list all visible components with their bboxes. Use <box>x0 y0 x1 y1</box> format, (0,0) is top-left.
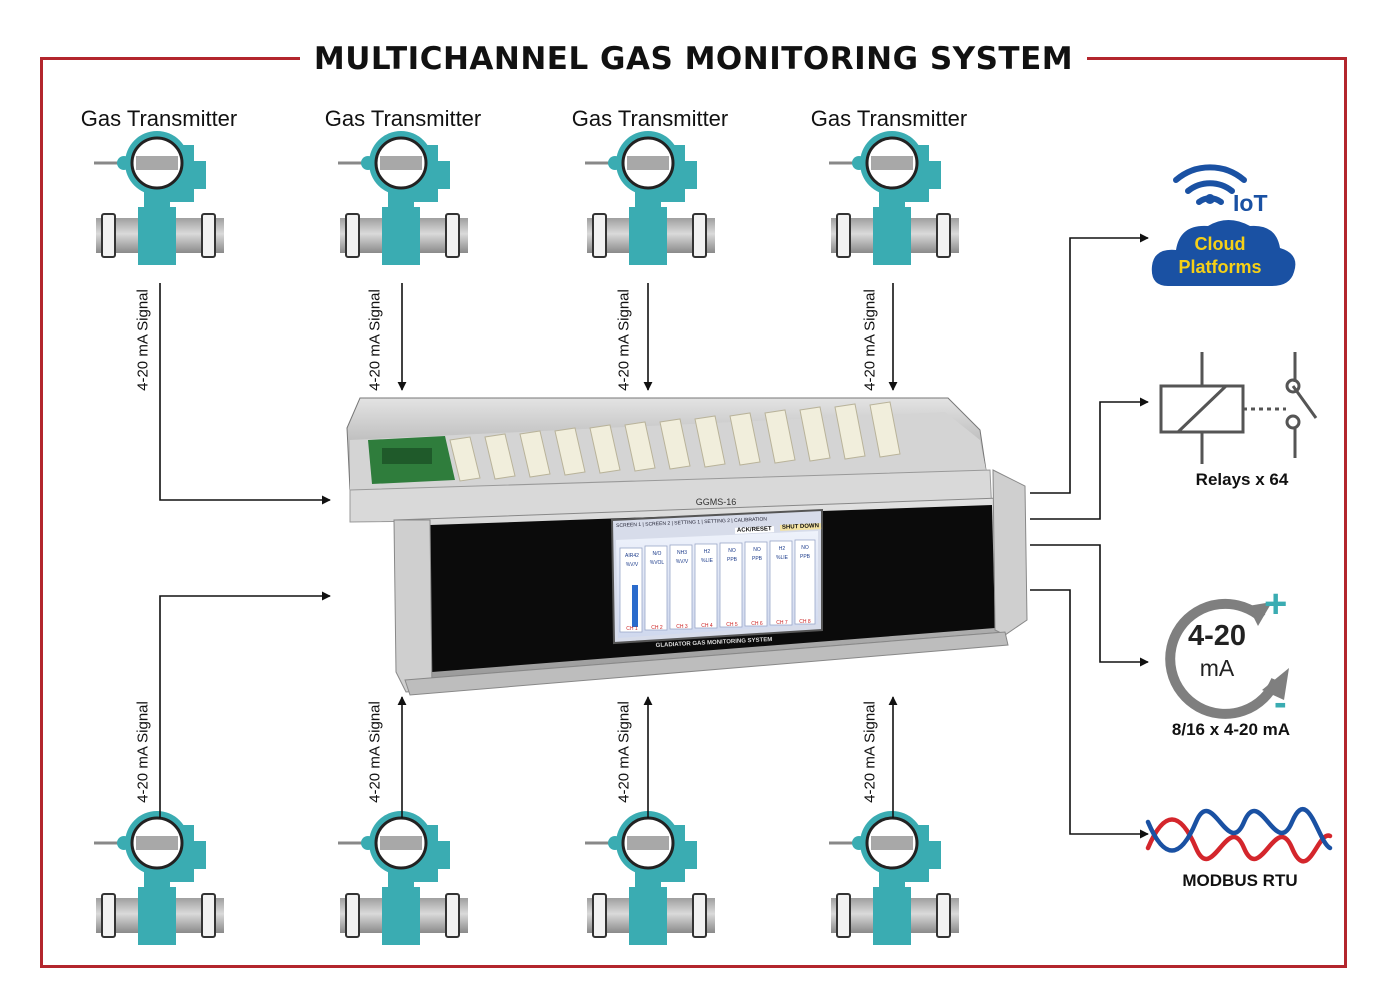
analog-output-label: 8/16 x 4-20 mA <box>1171 720 1291 739</box>
output-arrow <box>1030 589 1149 839</box>
gas-transmitter-icon <box>336 129 470 267</box>
cloud-label-1: Cloud <box>1194 234 1246 254</box>
screen-tab[interactable]: SETTING 1 <box>674 519 701 527</box>
channel-3: NH3%V/V <box>675 550 689 565</box>
analog-output-icon <box>1165 598 1289 719</box>
output-arrow <box>1030 544 1149 667</box>
channel-2: N/O%VOL <box>649 551 665 566</box>
signal-label: 4-20 mA Signal <box>615 289 633 391</box>
gas-transmitter-icon <box>583 809 717 947</box>
signal-arrow <box>159 283 331 505</box>
signal-label: 4-20 mA Signal <box>615 701 633 803</box>
screen-tab[interactable]: SCREEN 2 <box>645 520 671 528</box>
transmitter-label: Gas Transmitter <box>80 106 238 131</box>
screen-tab[interactable]: SCREEN 1 <box>616 521 642 529</box>
analog-value: 4-20 <box>1187 620 1247 652</box>
output-arrow <box>1030 233 1149 494</box>
channel-4-label: CH 4 <box>701 623 713 629</box>
minus-icon: - <box>1274 682 1287 724</box>
gas-transmitter-icon <box>336 809 470 947</box>
output-arrow <box>1030 397 1149 520</box>
channel-1-label: CH 1 <box>626 626 638 632</box>
signal-label: 4-20 mA Signal <box>366 701 384 803</box>
channel-5-label: CH 5 <box>726 622 738 628</box>
channel-3-label: CH 3 <box>676 624 688 630</box>
signal-label: 4-20 mA Signal <box>134 289 152 391</box>
modbus-label: MODBUS RTU <box>1182 871 1298 890</box>
channel-1: AIR42%V/V <box>625 553 639 568</box>
signal-label: 4-20 mA Signal <box>861 701 879 803</box>
signal-label: 4-20 mA Signal <box>861 289 879 391</box>
iot-badge: IoT <box>1233 190 1268 216</box>
channel-7-label: CH 7 <box>776 620 788 626</box>
cloud-icon <box>1151 220 1296 286</box>
modbus-icon <box>1145 807 1333 864</box>
gas-transmitter-icon <box>827 129 961 267</box>
signal-arrow <box>159 591 331 818</box>
gas-transmitter-icon <box>92 129 226 267</box>
relay-icon <box>1159 352 1318 464</box>
plus-icon: + <box>1264 582 1288 626</box>
gas-transmitter-icon <box>827 809 961 947</box>
channel-8-label: CH 8 <box>799 619 811 625</box>
screen-tab[interactable]: SETTING 2 <box>704 518 731 526</box>
transmitter-label: Gas Transmitter <box>324 106 482 131</box>
transmitter-label: Gas Transmitter <box>571 106 729 131</box>
cloud-label-2: Platforms <box>1178 257 1262 277</box>
page-title: MULTICHANNEL GAS MONITORING SYSTEM <box>300 36 1087 82</box>
analog-unit: mA <box>1199 655 1235 681</box>
channel-4: H2%LIE <box>701 549 713 564</box>
gas-transmitter-icon <box>92 809 226 947</box>
channel-7: H2%LIE <box>776 546 788 561</box>
gas-monitor-rack <box>346 397 1028 696</box>
gas-transmitter-icon <box>583 129 717 267</box>
card-slots <box>449 401 901 482</box>
channel-6-label: CH 6 <box>751 621 763 627</box>
signal-label: 4-20 mA Signal <box>366 289 384 391</box>
wifi-dot <box>1205 194 1215 204</box>
transmitter-label: Gas Transmitter <box>810 106 968 131</box>
signal-label: 4-20 mA Signal <box>134 701 152 803</box>
channel-2-label: CH 2 <box>651 625 663 631</box>
relays-label: Relays x 64 <box>1195 470 1289 489</box>
device-model: GGMS-16 <box>695 497 737 507</box>
